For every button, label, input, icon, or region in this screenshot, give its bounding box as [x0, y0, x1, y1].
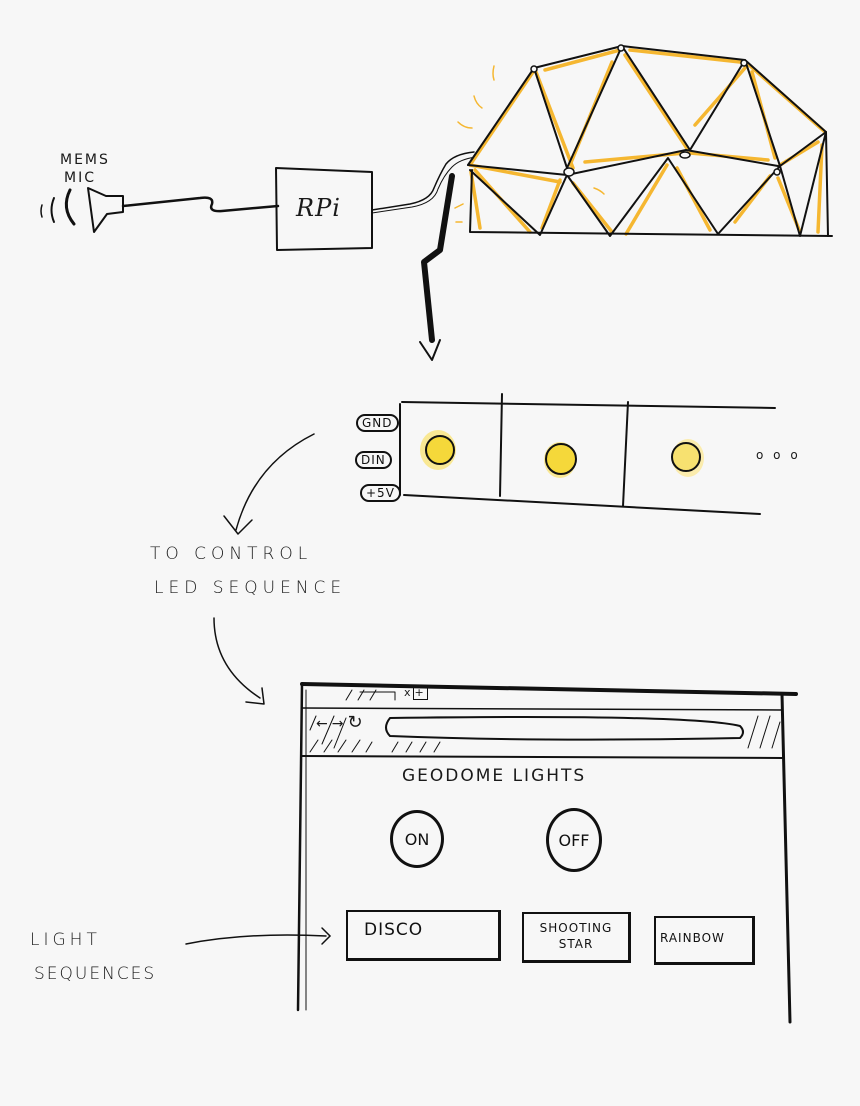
new-tab-icon[interactable]: + [412, 685, 428, 700]
pin-gnd: GND [356, 414, 399, 432]
rpi-label: RPi [296, 194, 341, 222]
forward-arrow-icon[interactable]: → [331, 716, 348, 732]
app-title: GEODOME LIGHTS [402, 766, 587, 786]
pin-5v: +5V [360, 484, 401, 502]
annotation-sequences-line1: LIGHT [30, 930, 101, 950]
disco-label: DISCO [364, 920, 424, 940]
back-arrow-icon[interactable]: ← [316, 716, 332, 732]
off-button[interactable]: OFF [546, 808, 602, 872]
sequence-button-shooting-star[interactable]: SHOOTING STAR [522, 912, 631, 963]
on-button[interactable]: ON [390, 810, 444, 868]
reload-icon[interactable]: ↻ [347, 712, 367, 733]
annotation-sequences-line2: SEQUENCES [34, 964, 157, 984]
led-strip [399, 393, 776, 515]
browser-nav-arrows: ←→↻ [316, 712, 367, 733]
browser-frame [296, 682, 798, 1024]
annotation-control-line2: LED SEQUENCE [154, 578, 347, 598]
rainbow-label: RAINBOW [660, 931, 725, 945]
tab-controls: x+ [404, 685, 428, 700]
shooting-star-label-line2: STAR [558, 937, 594, 951]
strip-continuation: o o o [756, 448, 801, 462]
annotation-control-line1: TO CONTROL [150, 544, 313, 564]
sequence-button-disco[interactable]: DISCO [346, 910, 501, 961]
on-button-label: ON [404, 829, 430, 849]
off-button-label: OFF [558, 830, 590, 850]
mic-label-line1: MEMS [60, 152, 110, 168]
sequence-button-rainbow[interactable]: RAINBOW [654, 916, 755, 965]
mic-label-line2: MIC [64, 170, 96, 186]
shooting-star-label-line1: SHOOTING [539, 921, 613, 935]
rpi-box [275, 167, 373, 251]
geodesic-dome [454, 44, 833, 237]
led-glows [420, 430, 704, 478]
pin-din: DIN [355, 451, 392, 469]
browser-hatching [309, 689, 781, 753]
close-tab-icon[interactable]: x [404, 686, 413, 699]
microphone-icon [40, 187, 124, 233]
